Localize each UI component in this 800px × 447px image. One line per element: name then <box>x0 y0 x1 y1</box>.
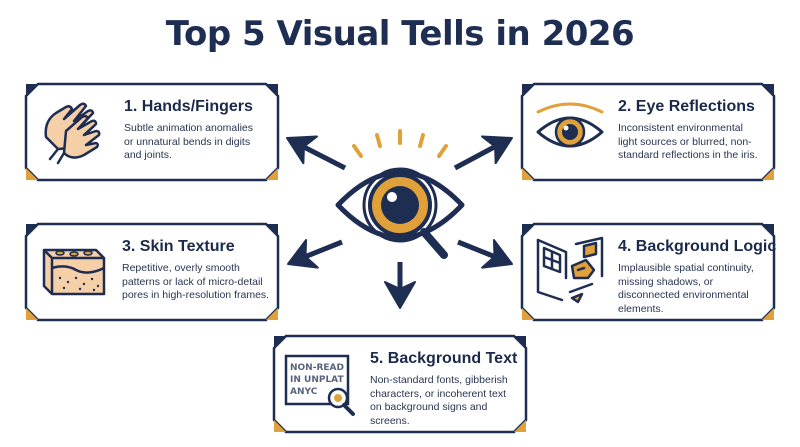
arrow-to-background-text <box>384 262 416 309</box>
card-description: Implausible spatial continuity, missing … <box>618 262 754 315</box>
eye-icon <box>536 102 604 148</box>
card-background-text: NON-READ IN UNPLAT ANYC 5. Background Te… <box>272 334 528 434</box>
card-skin-texture: 3. Skin Texture Repetitive, overly smoot… <box>24 222 280 322</box>
card-frame <box>24 82 280 182</box>
card-description: Repetitive, overly smooth patterns or la… <box>122 262 270 301</box>
garbled-sign-icon: NON-READ IN UNPLAT ANYC <box>284 354 355 416</box>
card-heading: 1. Hands/Fingers <box>124 98 253 115</box>
card-heading: 2. Eye Reflections <box>618 98 755 115</box>
card-description: Non-standard fonts, gibberish characters… <box>370 374 508 427</box>
broken-room-icon <box>536 236 604 304</box>
arrow-to-eye <box>453 123 520 171</box>
card-frame <box>520 82 776 182</box>
card-description: Inconsistent environmental light sources… <box>618 122 758 161</box>
skin-texture-icon <box>42 248 106 296</box>
card-heading: 5. Background Text <box>370 350 518 367</box>
sign-line-3: ANYC <box>290 387 318 397</box>
sign-line-2: IN UNPLAT <box>290 375 344 385</box>
card-eye-reflections: 2. Eye Reflections Inconsistent environm… <box>520 82 776 182</box>
card-description: Subtle animation anomalies or unnatural … <box>124 122 253 161</box>
page-title: Top 5 Visual Tells in 2026 <box>165 14 635 54</box>
eye-magnifier-icon <box>335 129 465 259</box>
hands-icon <box>44 102 101 165</box>
card-background-logic: 4. Background Logic Implausible spatial … <box>520 222 776 322</box>
card-heading: 4. Background Logic <box>618 238 777 255</box>
sign-line-1: NON-READ <box>290 363 344 373</box>
card-frame <box>24 222 280 322</box>
arrow-to-background-logic <box>457 239 519 279</box>
arrow-to-hands <box>279 123 347 171</box>
arrow-to-skin <box>281 239 343 279</box>
card-heading: 3. Skin Texture <box>122 238 235 255</box>
card-hands: 1. Hands/Fingers Subtle animation anomal… <box>24 82 280 182</box>
